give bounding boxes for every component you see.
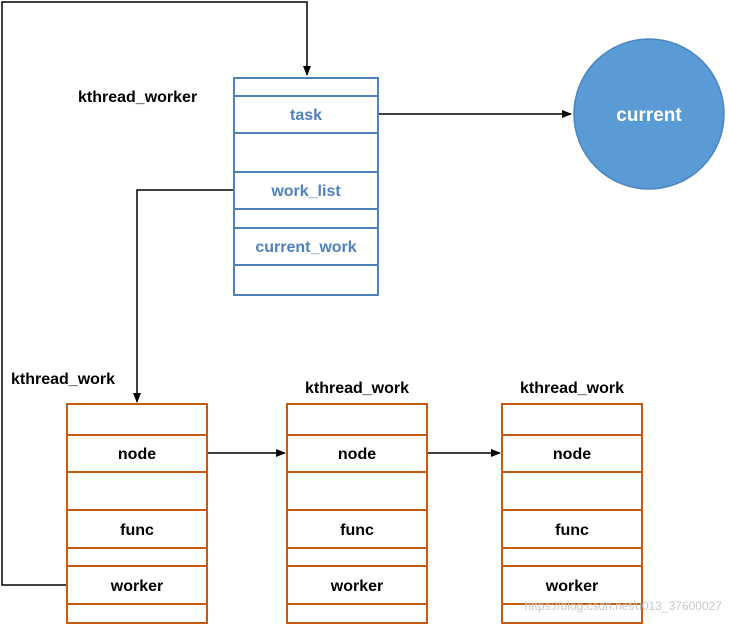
worker-field-work-list: work_list — [270, 183, 341, 200]
watermark-text: https://blog.csdn.net/u013_37600027 — [525, 599, 723, 613]
work-2-field-node: node — [338, 446, 376, 463]
work-struct-2: node func worker — [286, 403, 428, 624]
current-label: current — [616, 105, 682, 126]
work-list-to-work-arrow — [133, 189, 234, 403]
work-3-title: kthread_work — [520, 380, 624, 397]
worker-struct-title: kthread_worker — [78, 89, 197, 106]
worker-struct: task work_list current_work — [233, 77, 379, 296]
worker-back-pointer-arrow — [1, 1, 311, 586]
work-1-field-node: node — [118, 446, 156, 463]
work-1-title: kthread_work — [11, 371, 115, 388]
work-struct-1: node func worker — [66, 403, 208, 624]
worker-field-current-work: current_work — [255, 239, 356, 256]
work-1-field-worker: worker — [110, 578, 163, 595]
current-node: current — [573, 38, 725, 190]
worker-field-task: task — [290, 107, 322, 124]
work-struct-3: node func worker — [501, 403, 643, 624]
connectors — [1, 1, 572, 586]
work-1-field-func: func — [120, 522, 154, 539]
work-2-title: kthread_work — [305, 380, 409, 397]
work-2-field-func: func — [340, 522, 374, 539]
work-3-field-worker: worker — [545, 578, 598, 595]
work-2-field-worker: worker — [330, 578, 383, 595]
work-3-field-func: func — [555, 522, 589, 539]
work-3-field-node: node — [553, 446, 591, 463]
